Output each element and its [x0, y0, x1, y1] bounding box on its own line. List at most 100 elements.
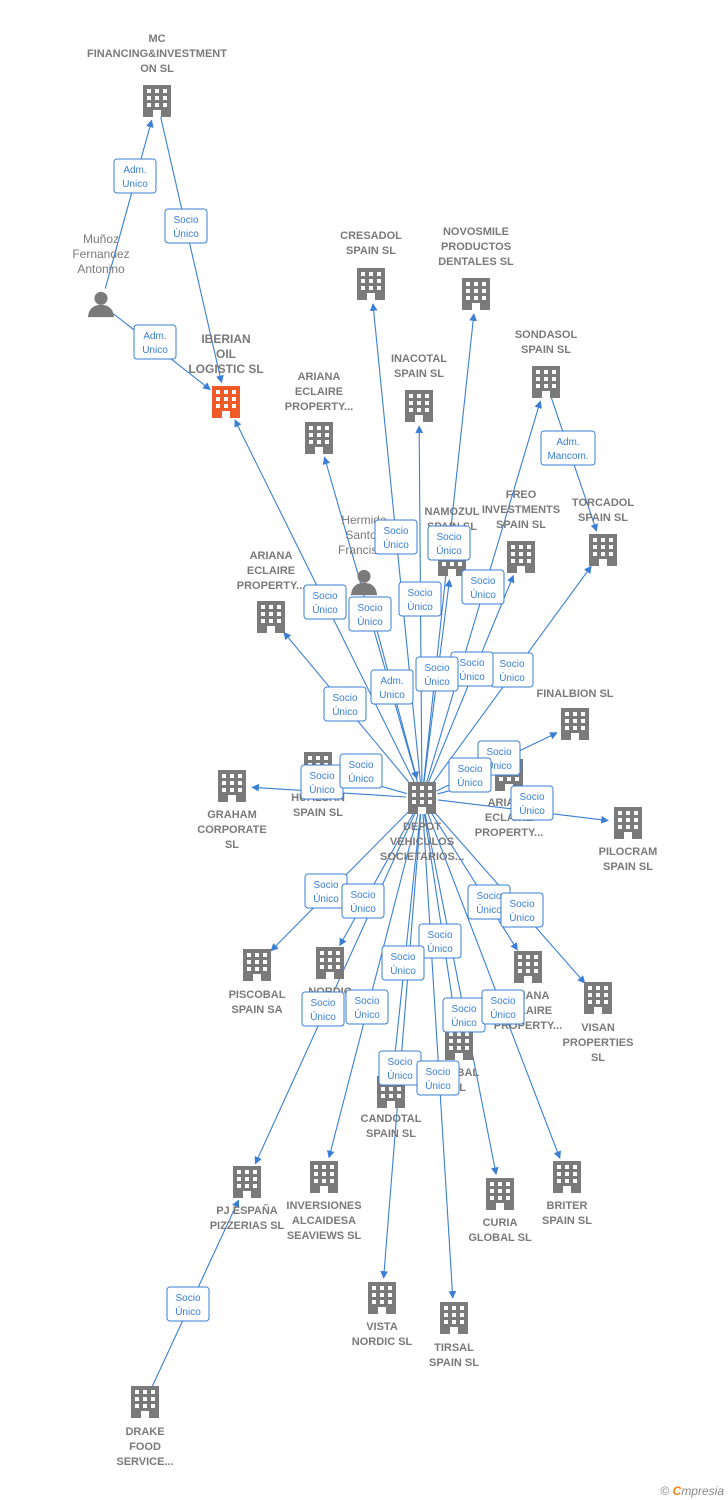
- edge-label-text: Socio: [332, 693, 357, 704]
- node-label-vista: VISTA: [366, 1321, 398, 1333]
- edge-munoz-to-mc: [104, 119, 154, 289]
- edge-label-text: Único: [348, 772, 374, 785]
- node-label-ariana1: ECLAIRE: [295, 386, 343, 398]
- node-depot[interactable]: DEPOTVEHICULOSSOCIETARIOS...: [380, 782, 464, 863]
- edge-label-text: Único: [451, 1016, 477, 1029]
- node-label-depot: VEHICULOS: [390, 836, 454, 848]
- node-label-candotal: CANDOTAL: [361, 1113, 422, 1125]
- node-label-freo: FREO: [506, 489, 537, 501]
- edge-label-text: Único: [390, 964, 416, 977]
- node-label-novosmile: PRODUCTOS: [441, 241, 511, 253]
- node-pilocram[interactable]: PILOCRAM SPAIN SL: [599, 807, 658, 873]
- edge-label-text: Socio: [451, 1004, 476, 1015]
- node-ariana2[interactable]: ARIANAECLAIREPROPERTY...: [237, 550, 305, 633]
- edge-label-text: Socio: [509, 899, 534, 910]
- edge-depot-to-tirsal: [422, 813, 457, 1299]
- node-label-torcadol: SPAIN SL: [578, 512, 628, 524]
- edge-mc-to-iberian: [160, 116, 224, 384]
- edge-label-text: Socio: [457, 764, 482, 775]
- edge-label-box: [398, 581, 442, 617]
- building-icon: [614, 807, 642, 839]
- edge-label-text: Unico: [122, 179, 148, 190]
- building-icon: [131, 1386, 159, 1418]
- edge-label-text: Único: [354, 1008, 380, 1021]
- node-label-vista: NORDIC SL: [352, 1336, 413, 1348]
- node-label-inversiones: INVERSIONES: [286, 1200, 361, 1212]
- edge-depot-to-curia: [424, 813, 499, 1176]
- person-icon: [87, 291, 115, 318]
- edge-label-text: Único: [383, 538, 409, 551]
- edge-label-text: Socio: [350, 890, 375, 901]
- edge-label-text: Socio: [173, 215, 198, 226]
- node-ariana1[interactable]: ARIANAECLAIREPROPERTY...: [285, 371, 353, 454]
- node-label-inacotal: SPAIN SL: [394, 368, 444, 380]
- edge-label-box: [339, 753, 383, 789]
- node-label-briter: SPAIN SL: [542, 1215, 592, 1227]
- edge-label-text: Socio: [425, 1067, 450, 1078]
- edge-label-text: Socio: [424, 663, 449, 674]
- edge-label-box: [341, 883, 385, 919]
- node-label-finalbion: FINALBION SL: [537, 688, 614, 700]
- building-icon: [305, 422, 333, 454]
- edge-label-munoz-to-iberian: Adm.Unico: [133, 324, 177, 360]
- edge-label-text: Socio: [390, 952, 415, 963]
- node-finalbion[interactable]: FINALBION SL: [537, 688, 614, 740]
- edge-label-text: Socio: [354, 996, 379, 1007]
- edge-label-text: Socio: [387, 1057, 412, 1068]
- node-label-visan: SL: [591, 1052, 605, 1064]
- edge-label-box: [415, 656, 459, 692]
- building-icon: [357, 268, 385, 300]
- node-drake[interactable]: DRAKEFOODSERVICE...: [116, 1386, 174, 1468]
- building-icon: [243, 949, 271, 981]
- edge-label-box: [418, 923, 462, 959]
- building-icon: [218, 770, 246, 802]
- edge-label-hermida-to-depot: Adm.Unico: [370, 669, 414, 705]
- edge-label-text: Socio: [383, 526, 408, 537]
- edge-label-text: Adm.: [143, 331, 166, 342]
- empresia-watermark: © Cmpresia: [660, 1484, 724, 1498]
- edge-label-box: [500, 892, 544, 928]
- building-icon: [514, 951, 542, 983]
- building-icon: [212, 386, 240, 418]
- building-icon: [440, 1302, 468, 1334]
- edge-label-box: [323, 686, 367, 722]
- edge-label-text: Socio: [313, 880, 338, 891]
- node-label-drake: DRAKE: [125, 1426, 164, 1438]
- edge-label-text: Único: [175, 1305, 201, 1318]
- edge-label-sondasol-to-torcadol: Adm.Mancom.: [540, 430, 596, 466]
- node-label-pilocram: PILOCRAM: [599, 846, 658, 858]
- edge-label-text: Socio: [312, 591, 337, 602]
- node-label-pilocram: SPAIN SL: [603, 861, 653, 873]
- node-vista[interactable]: VISTA NORDIC SL: [352, 1282, 413, 1348]
- edge-label-box: [374, 519, 418, 555]
- node-label-mc: FINANCING&INVESTMENT: [87, 48, 227, 60]
- node-label-graham: CORPORATE: [197, 824, 266, 836]
